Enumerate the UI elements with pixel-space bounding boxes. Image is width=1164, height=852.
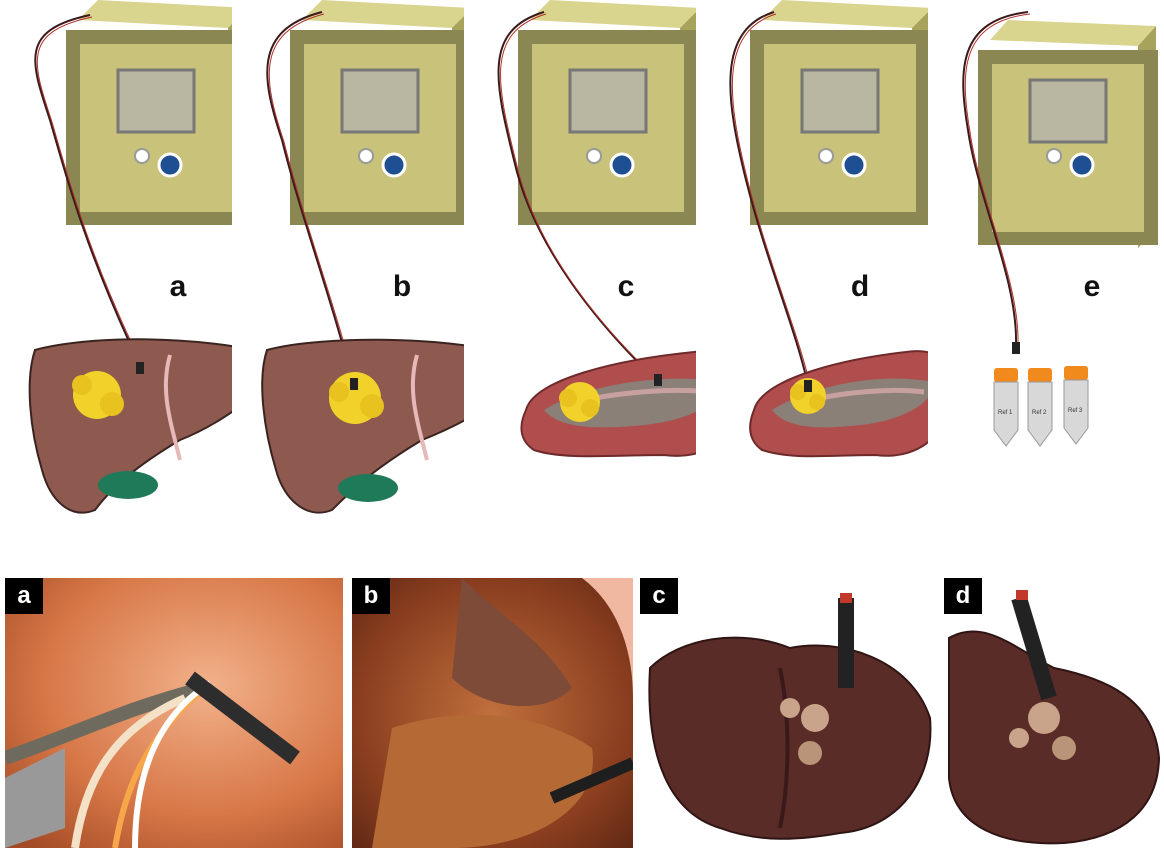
schematic-panel-d: d xyxy=(696,0,928,530)
specimen-photo-c xyxy=(640,578,938,848)
photo-panel-d: d xyxy=(944,578,1160,848)
laparoscopic-photo-a xyxy=(5,578,343,848)
device-screen xyxy=(118,70,194,132)
photo-panel-b: b xyxy=(352,578,633,848)
reference-tube-3: Ref 3 xyxy=(1064,366,1088,444)
photo-label: a xyxy=(5,578,43,614)
reference-tube-2: Ref 2 xyxy=(1028,368,1052,446)
photo-panel-a: a xyxy=(5,578,343,848)
panel-label: d xyxy=(840,270,880,304)
tissue-probe-illustration-d xyxy=(696,0,928,530)
specimen-photo-d xyxy=(944,578,1160,848)
schematic-panel-a: a xyxy=(0,0,232,530)
photo-label: c xyxy=(640,578,678,614)
photo-panel-c: c xyxy=(640,578,938,848)
probe-tip xyxy=(136,362,144,374)
probe-tip xyxy=(350,378,358,390)
svg-text:Ref 3: Ref 3 xyxy=(1068,408,1083,414)
device-screen xyxy=(342,70,418,132)
photo-label: d xyxy=(944,578,982,614)
probe-tip xyxy=(1012,342,1020,354)
schematic-panel-e: Ref 1 Ref 2 Ref 3 e xyxy=(928,0,1160,530)
schematic-panel-c: c xyxy=(464,0,696,530)
reference-tube-1: Ref 1 xyxy=(994,368,1018,446)
panel-label: e xyxy=(1072,270,1112,304)
probe-tip xyxy=(654,374,662,386)
liver-probe-illustration-b xyxy=(232,0,464,530)
photo-label: b xyxy=(352,578,390,614)
device-screen xyxy=(570,70,646,132)
probe-tip xyxy=(804,380,812,392)
schematic-panel-b: b xyxy=(232,0,464,530)
svg-text:Ref 1: Ref 1 xyxy=(998,410,1013,416)
reference-tubes-illustration-e: Ref 1 Ref 2 Ref 3 xyxy=(928,0,1160,530)
tissue-probe-illustration-c xyxy=(464,0,696,530)
device-screen xyxy=(1030,80,1106,142)
svg-text:Ref 2: Ref 2 xyxy=(1032,410,1047,416)
laparoscopic-photo-b xyxy=(352,578,633,848)
liver-probe-illustration-a xyxy=(0,0,232,530)
device-screen xyxy=(802,70,878,132)
panel-label: c xyxy=(606,270,646,304)
panel-label: b xyxy=(382,270,422,304)
probe xyxy=(838,598,854,688)
panel-label: a xyxy=(158,270,198,304)
tissue-specimen xyxy=(649,638,930,839)
